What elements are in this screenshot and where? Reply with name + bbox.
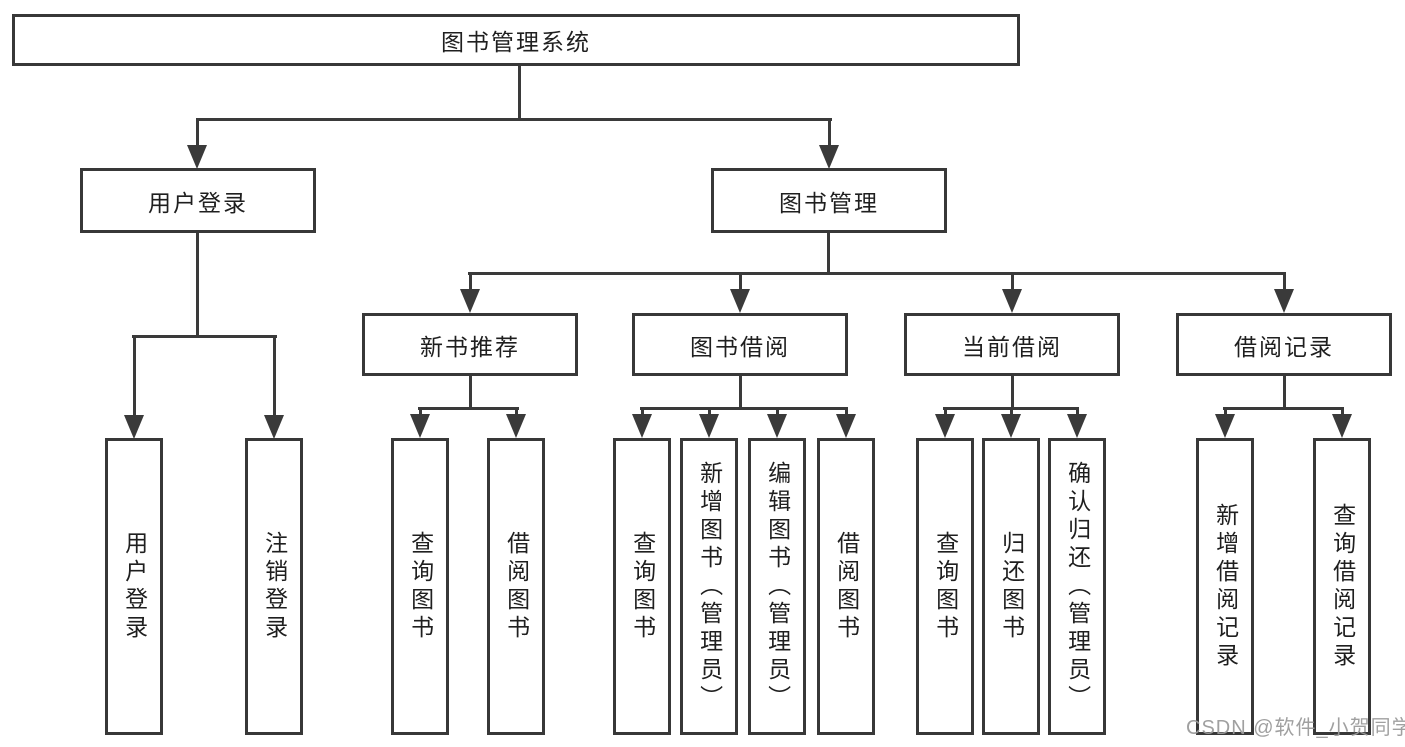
leaf-query-books-current: 查询图书 [916,438,974,735]
arrowhead-icon [187,145,207,169]
csdn-watermark: CSDN @软件_小贺同学 [1186,717,1405,739]
connector-leaf-bar [418,407,519,410]
connector-drop [419,407,422,417]
node-user-login: 用户登录 [80,168,316,233]
arrowhead-icon [124,415,144,439]
leaf-query-books-borrow-label: 查询图书 [629,530,656,643]
leaf-borrow-books-recommend-label: 借阅图书 [503,530,530,643]
leaf-user-login-label: 用户登录 [121,530,148,643]
node-borrow-records-label: 借阅记录 [1234,333,1334,360]
connector-level2-bar [196,118,832,121]
leaf-confirm-return-admin-label: 确认归还（管理员） [1064,460,1091,713]
leaf-borrow-books-recommend: 借阅图书 [487,438,545,735]
leaf-return-book: 归还图书 [982,438,1040,735]
leaf-user-login: 用户登录 [105,438,163,735]
connector-user-bar [132,335,277,338]
leaf-add-book-admin: 新增图书（管理员） [680,438,738,735]
leaf-query-books-recommend: 查询图书 [391,438,449,735]
leaf-return-book-label: 归还图书 [998,530,1025,643]
leaf-confirm-return-admin: 确认归还（管理员） [1048,438,1106,735]
arrowhead-icon [1332,414,1352,438]
connector-stem [1283,374,1286,410]
connector-drop [273,335,276,417]
arrowhead-icon [699,414,719,438]
leaf-query-borrow-record: 查询借阅记录 [1313,438,1371,735]
leaf-borrow-books-borrow: 借阅图书 [817,438,875,735]
leaf-edit-book-admin-label: 编辑图书（管理员） [764,460,791,713]
arrowhead-icon [1002,289,1022,313]
arrowhead-icon [410,414,430,438]
connector-drop [1224,407,1227,417]
connector-drop [944,407,947,417]
connector-drop [828,118,831,148]
connector-drop [641,407,644,417]
connector-drop [515,407,518,417]
connector-leaf-bar [640,407,848,410]
node-user-login-label: 用户登录 [148,189,248,216]
connector-drop [1341,407,1344,417]
connector-mgmt-stem [827,230,830,275]
connector-drop [469,272,472,292]
connector-root-stem [518,64,521,121]
node-book-borrow: 图书借阅 [632,313,848,376]
leaf-add-borrow-record-label: 新增借阅记录 [1212,502,1239,671]
leaf-query-books-recommend-label: 查询图书 [407,530,434,643]
connector-drop [133,335,136,417]
connector-level3-bar [468,272,1286,275]
node-book-management-label: 图书管理 [779,189,879,216]
connector-drop [1283,272,1286,292]
arrowhead-icon [1001,414,1021,438]
node-book-borrow-label: 图书借阅 [690,333,790,360]
arrowhead-icon [264,415,284,439]
connector-drop [1010,407,1013,417]
node-book-management: 图书管理 [711,168,947,233]
node-new-book-recommend-label: 新书推荐 [420,333,520,360]
leaf-add-book-admin-label: 新增图书（管理员） [696,460,723,713]
arrowhead-icon [1215,414,1235,438]
node-new-book-recommend: 新书推荐 [362,313,578,376]
arrowhead-icon [1067,414,1087,438]
arrowhead-icon [730,289,750,313]
arrowhead-icon [1274,289,1294,313]
connector-user-stem [196,230,199,338]
connector-drop [739,272,742,292]
node-current-borrow: 当前借阅 [904,313,1120,376]
leaf-query-books-borrow: 查询图书 [613,438,671,735]
connector-stem [1011,374,1014,410]
leaf-borrow-books-borrow-label: 借阅图书 [833,530,860,643]
node-borrow-records: 借阅记录 [1176,313,1392,376]
leaf-logout-label: 注销登录 [261,530,288,643]
connector-stem [469,374,472,410]
leaf-edit-book-admin: 编辑图书（管理员） [748,438,806,735]
connector-drop [196,118,199,148]
connector-leaf-bar [1223,407,1344,410]
connector-stem [739,374,742,410]
connector-drop [1011,272,1014,292]
leaf-query-books-current-label: 查询图书 [932,530,959,643]
leaf-add-borrow-record: 新增借阅记录 [1196,438,1254,735]
arrowhead-icon [819,145,839,169]
leaf-query-borrow-record-label: 查询借阅记录 [1329,502,1356,671]
connector-drop [1076,407,1079,417]
node-root: 图书管理系统 [12,14,1020,66]
connector-drop [708,407,711,417]
arrowhead-icon [767,414,787,438]
arrowhead-icon [836,414,856,438]
arrowhead-icon [935,414,955,438]
leaf-logout: 注销登录 [245,438,303,735]
connector-drop [776,407,779,417]
arrowhead-icon [632,414,652,438]
arrowhead-icon [460,289,480,313]
connector-drop [845,407,848,417]
arrowhead-icon [506,414,526,438]
node-current-borrow-label: 当前借阅 [962,333,1062,360]
node-root-label: 图书管理系统 [441,29,591,55]
